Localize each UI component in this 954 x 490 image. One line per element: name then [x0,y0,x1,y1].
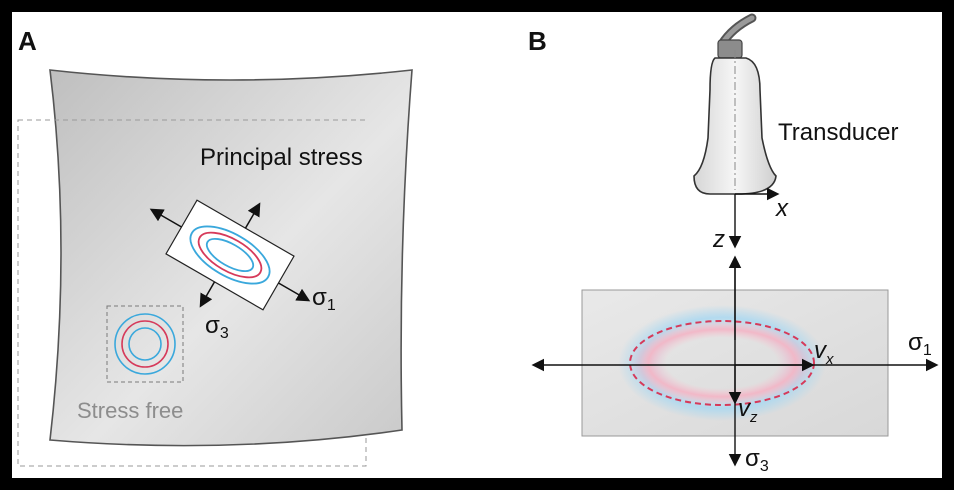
sigma1-label-b: σ1 [908,329,932,359]
stressed-element [149,199,311,311]
sigma3-label-b: σ3 [745,445,769,475]
sigma1-arrow-right [278,282,311,302]
sigma3-label-a: σ3 [205,312,229,342]
panel-a-label: A [18,26,37,56]
inner-blue-contour [205,237,255,273]
sigma3-arrow-up [244,202,261,229]
sigma3-arrow-down [199,281,216,308]
sigma1-label-a: σ1 [312,284,336,314]
z-axis-label: z [712,226,725,253]
stress-free-label: Stress free [77,398,183,423]
panel-b: B Transducer x z [528,13,939,475]
panel-a: A Principal stress σ1 σ3 Stress free [17,26,413,467]
stress-free-inner-blue [128,327,162,361]
stress-free-red [121,320,169,368]
red-contour [197,231,263,279]
vz-label: vz [738,395,758,426]
sigma1-arrow-left [149,208,182,228]
panel-b-label: B [528,26,547,56]
pink-halo [630,321,814,405]
stress-free-outer-blue [114,313,176,375]
principal-stress-label: Principal stress [200,144,363,171]
stress-free-box [106,305,184,383]
transducer-label: Transducer [778,119,899,146]
x-axis-label: x [775,195,789,222]
vx-label: vx [814,337,834,368]
transducer-strain-relief [717,39,743,59]
outer-blue-contour [189,225,271,285]
